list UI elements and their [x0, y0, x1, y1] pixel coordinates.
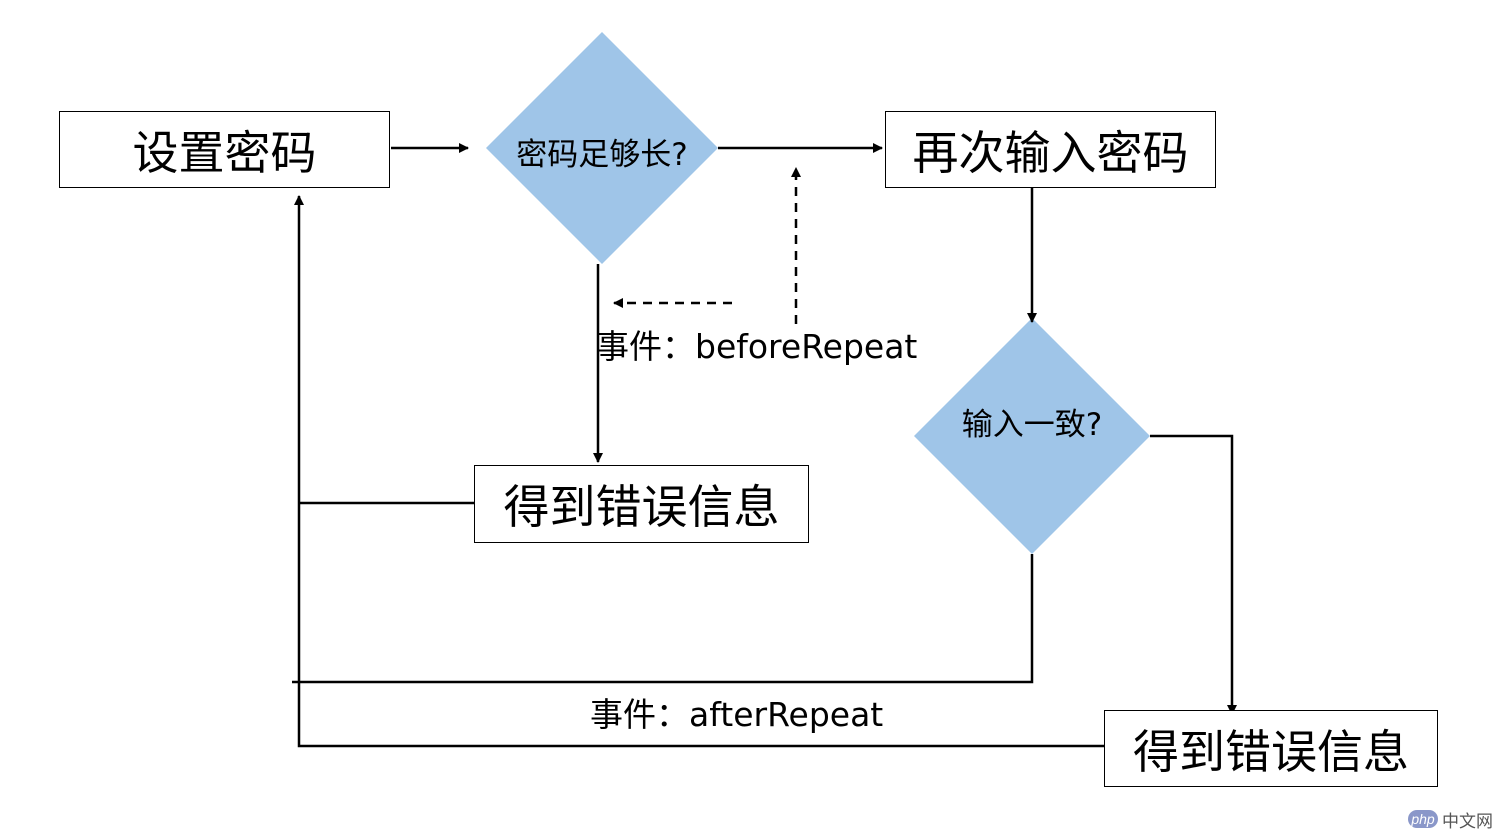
match-check-diamond	[914, 318, 1150, 554]
node-match-check: 输入一致?	[961, 406, 1103, 443]
php-logo-badge: php	[1408, 810, 1438, 828]
site-watermark: php 中文网	[1408, 806, 1493, 832]
node-set-password: 设置密码	[59, 111, 390, 188]
edge-error-bottom-to-set	[294, 195, 1104, 748]
watermark-site-name: 中文网	[1442, 811, 1493, 831]
node-reenter-password: 再次输入密码	[885, 111, 1216, 188]
node-error-bottom: 得到错误信息	[1104, 710, 1438, 787]
node-length-check: 密码足够长?	[516, 136, 688, 173]
edge-label-before-repeat: 事件：beforeRepeat	[596, 327, 918, 366]
edge-match-to-error	[1150, 434, 1237, 715]
node-error-top: 得到错误信息	[474, 465, 809, 543]
edge-label-after-repeat: 事件：afterRepeat	[590, 695, 884, 734]
edge-match-to-loop	[292, 554, 1034, 684]
length-check-diamond	[486, 32, 718, 264]
